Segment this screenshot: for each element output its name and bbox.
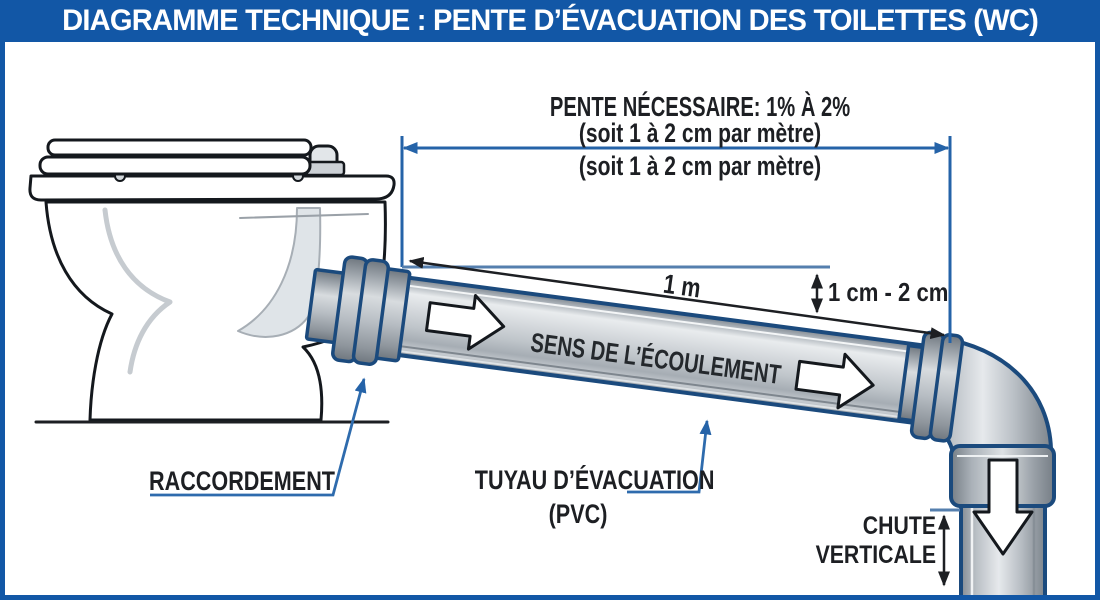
page-title: DIAGRAMME TECHNIQUE : PENTE D’ÉVACUATION… (62, 4, 1039, 37)
drain-pipe-label-line1: TUYAU D’ÉVACUATION (474, 465, 715, 495)
one-meter-dimension-arrow (408, 256, 946, 340)
vertical-drop-label-line1: CHUTE (862, 512, 936, 540)
dimension-lines (150, 136, 960, 587)
header-bar: DIAGRAMME TECHNIQUE : PENTE D’ÉVACUATION… (0, 0, 1100, 42)
elbow-coupling (897, 330, 965, 443)
slope-requirement-subtitle-above: (soit 1 à 2 cm par mètre) (578, 118, 822, 148)
connection-callout-line (150, 377, 367, 497)
frame-border-left (0, 42, 5, 600)
slope-requirement-title: PENTE NÉCESSAIRE: 1% À 2% (549, 91, 851, 122)
toilet-rim (28, 174, 396, 202)
toilet-under-rim-line (239, 213, 369, 219)
flow-arrow-2 (794, 352, 875, 410)
slope-requirement-subtitle-below: (soit 1 à 2 cm par mètre) (578, 151, 822, 181)
toilet-illustration (28, 138, 396, 424)
frame-border-right (1095, 42, 1100, 600)
elbow-ring-2 (928, 333, 965, 443)
vertical-drop-label-line2: VERTICALE (815, 541, 936, 569)
drain-pipe-callout-line (627, 419, 712, 494)
socket-ring-2 (351, 258, 391, 366)
toilet-lid (46, 138, 313, 157)
toilet-seat (38, 155, 312, 176)
drain-pipe-label-line2: (PVC) (548, 499, 608, 529)
drop-dimension-label: 1 cm - 2 cm (828, 277, 949, 307)
elbow-assembly (925, 336, 1056, 600)
drop-arrow (972, 458, 1034, 556)
frame-border-bottom (0, 595, 1100, 600)
toilet-bowl-shade-line (102, 207, 173, 375)
connection-label: RACCORDEMENT (149, 466, 335, 496)
toilet-trapway (237, 207, 322, 338)
toilet-hinge-bolt (304, 160, 346, 177)
